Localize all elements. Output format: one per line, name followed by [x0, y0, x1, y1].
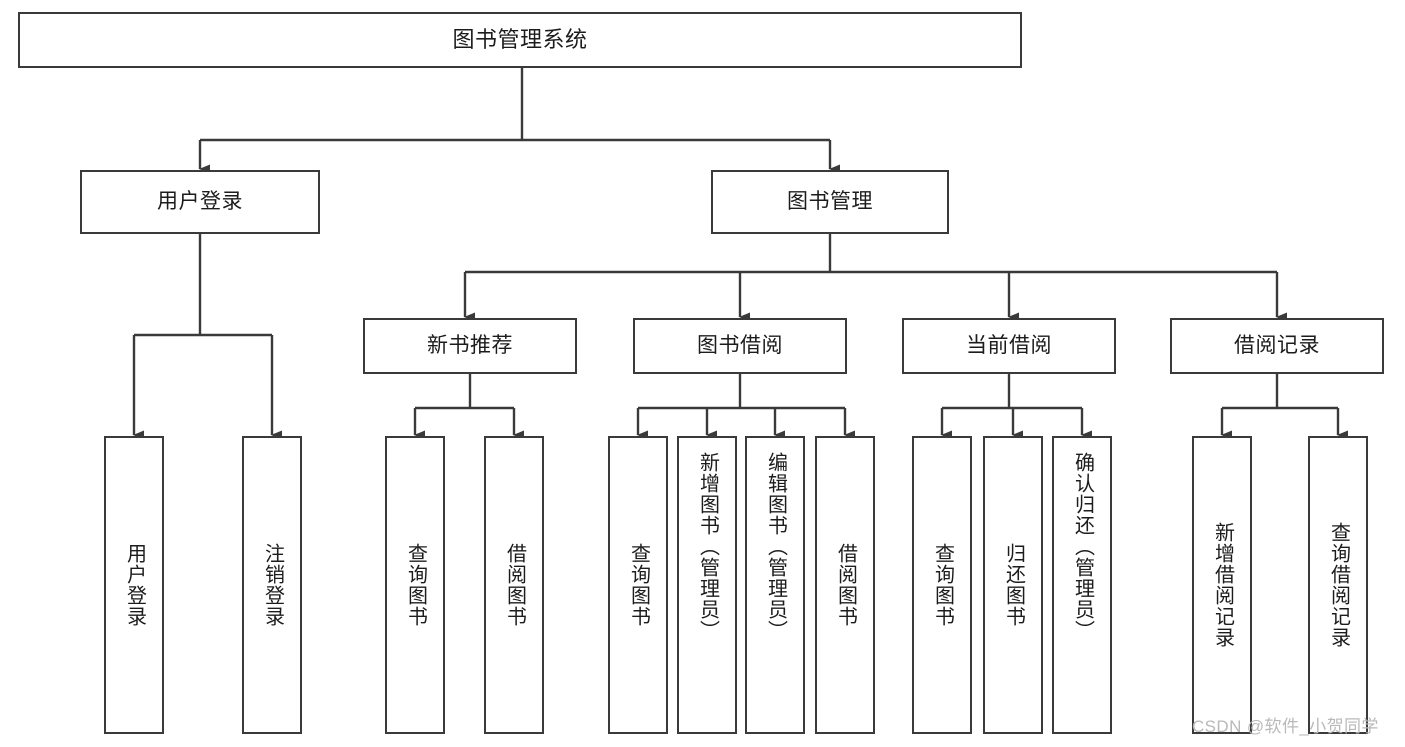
node-label: 用户登录: [157, 190, 243, 214]
node-label: 新书推荐: [427, 334, 513, 358]
node-label: 确认归还（管理员）: [1071, 452, 1094, 641]
node-label: 查询图书: [627, 543, 650, 627]
level2-node-book-manage[interactable]: 图书管理: [711, 170, 949, 234]
node-label: 图书借阅: [697, 334, 783, 358]
leaf-node-leaf-query-record[interactable]: 查询借阅记录: [1308, 436, 1368, 734]
root-node[interactable]: 图书管理系统: [18, 12, 1022, 68]
node-label: 编辑图书（管理员）: [764, 452, 787, 641]
level2-node-user-login[interactable]: 用户登录: [80, 170, 320, 234]
leaf-node-leaf-query-book-2[interactable]: 查询图书: [608, 436, 668, 734]
level3-node-current-borrow[interactable]: 当前借阅: [902, 318, 1116, 374]
node-label: 查询图书: [404, 543, 427, 627]
level3-node-borrow-record[interactable]: 借阅记录: [1170, 318, 1384, 374]
leaf-node-leaf-add-book[interactable]: 新增图书（管理员）: [677, 436, 737, 734]
node-label: 借阅图书: [834, 543, 857, 627]
leaf-node-leaf-query-book-1[interactable]: 查询图书: [385, 436, 445, 734]
level3-node-new-book-recommend[interactable]: 新书推荐: [363, 318, 577, 374]
level3-node-book-borrow[interactable]: 图书借阅: [633, 318, 847, 374]
leaf-node-leaf-user-logout[interactable]: 注销登录: [242, 436, 302, 734]
leaf-node-leaf-query-book-3[interactable]: 查询图书: [912, 436, 972, 734]
leaf-node-leaf-confirm-return[interactable]: 确认归还（管理员）: [1052, 436, 1112, 734]
leaf-node-leaf-return-book[interactable]: 归还图书: [983, 436, 1043, 734]
node-label: 借阅记录: [1234, 334, 1320, 358]
node-label: 注销登录: [261, 543, 284, 627]
leaf-node-leaf-user-login[interactable]: 用户登录: [104, 436, 164, 734]
node-label: 借阅图书: [503, 543, 526, 627]
leaf-node-leaf-add-record[interactable]: 新增借阅记录: [1192, 436, 1252, 734]
node-label: 新增图书（管理员）: [696, 452, 719, 641]
leaf-node-leaf-borrow-book-1[interactable]: 借阅图书: [484, 436, 544, 734]
node-label: 当前借阅: [966, 334, 1052, 358]
node-label: 图书管理系统: [452, 26, 588, 52]
node-label: 新增借阅记录: [1211, 522, 1234, 648]
leaf-node-leaf-borrow-book-2[interactable]: 借阅图书: [815, 436, 875, 734]
node-label: 归还图书: [1002, 543, 1025, 627]
node-label: 查询借阅记录: [1327, 522, 1350, 648]
node-label: 图书管理: [787, 190, 873, 214]
node-label: 查询图书: [931, 543, 954, 627]
node-label: 用户登录: [123, 543, 146, 627]
watermark: CSDN @软件_小贺同学: [1192, 717, 1379, 736]
leaf-node-leaf-edit-book[interactable]: 编辑图书（管理员）: [745, 436, 805, 734]
